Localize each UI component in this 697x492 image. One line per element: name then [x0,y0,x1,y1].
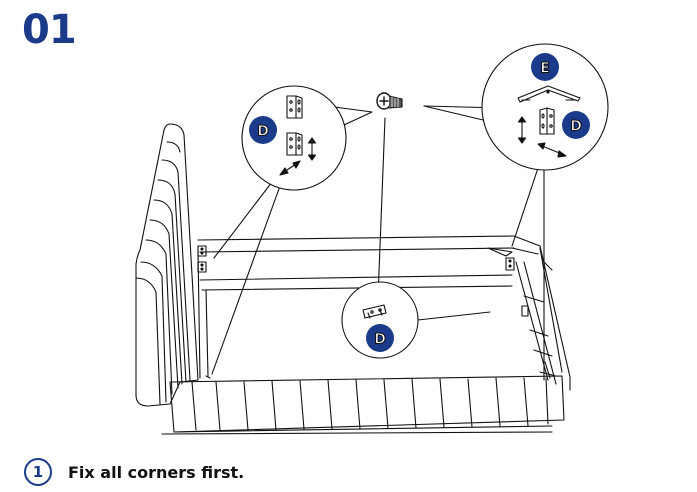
detail-circle-center [341,281,419,359]
instruction-text: Fix all corners first. [68,462,245,482]
part-badge-d-left [249,116,277,144]
instruction-row: 1 Fix all corners first. [24,458,244,486]
badge-e-label: E [540,61,550,77]
bed-frame [161,235,571,435]
badge-d-right-label: D [570,119,582,135]
frame-brackets [197,245,529,317]
badge-d-left-label: D [257,124,269,140]
screw-icon [376,92,403,110]
detail-circle-left [241,85,347,191]
badge-d-center-label: D [374,332,386,348]
detail-circle-right [481,43,609,171]
headboard [135,123,199,407]
step-number: 01 [22,7,77,53]
instruction-number: 1 [24,458,52,486]
